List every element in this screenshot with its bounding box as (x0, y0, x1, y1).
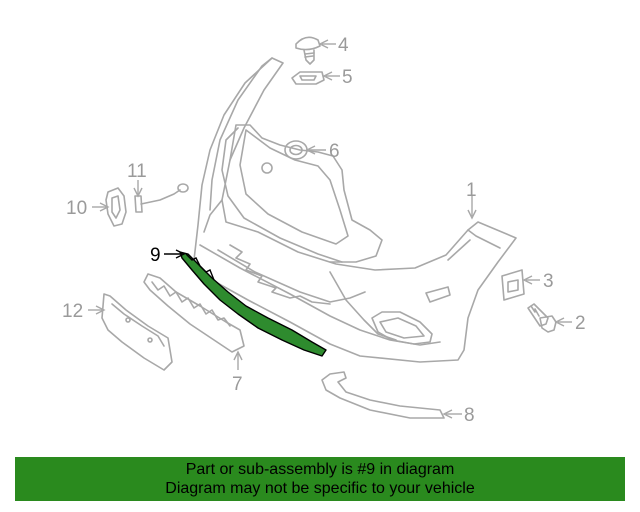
callout-1: 1 (466, 180, 477, 220)
callout-label-2: 2 (575, 313, 586, 334)
callout-label-3: 3 (543, 271, 554, 292)
molding-part-9 (179, 251, 327, 357)
trim-strip-part-7 (143, 273, 245, 353)
callout-8: 8 (442, 405, 475, 426)
callout-3: 3 (522, 271, 554, 292)
callout-4: 4 (318, 35, 349, 56)
callout-2: 2 (554, 313, 586, 334)
bolt-part-2 (527, 303, 557, 333)
callout-label-10: 10 (66, 198, 87, 219)
callout-label-9: 9 (150, 245, 161, 266)
callout-6: 6 (305, 141, 340, 162)
screw-part-4 (295, 36, 321, 65)
banner-line-part-number: Part or sub-assembly is #9 in diagram (185, 461, 455, 478)
nut-part-5 (291, 71, 325, 85)
callout-9: 9 (150, 245, 186, 266)
callout-label-1: 1 (466, 180, 477, 201)
callout-label-12: 12 (62, 301, 83, 322)
callout-label-4: 4 (338, 35, 349, 56)
spoiler-part-8 (321, 371, 445, 419)
callout-label-8: 8 (464, 405, 475, 426)
callout-label-5: 5 (342, 67, 353, 88)
bumper-cover-part-1 (193, 57, 517, 363)
callout-5: 5 (322, 67, 353, 88)
callout-label-11: 11 (127, 161, 147, 182)
callout-12: 12 (62, 301, 106, 322)
sensor-part-11 (134, 183, 189, 213)
callout-11: 11 (127, 161, 147, 198)
info-banner: Part or sub-assembly is #9 in diagram Di… (15, 457, 625, 501)
plate-bracket-part-12 (101, 293, 173, 371)
callout-10: 10 (66, 198, 110, 219)
callout-7: 7 (232, 350, 243, 395)
callout-label-7: 7 (232, 374, 243, 395)
parts-diagram: 1 2 3 4 5 6 7 8 9 10 (62, 35, 586, 426)
callout-label-6: 6 (329, 141, 340, 162)
bracket-part-10 (105, 187, 127, 227)
clip-part-3 (501, 269, 525, 301)
banner-line-disclaimer: Diagram may not be specific to your vehi… (165, 480, 475, 497)
